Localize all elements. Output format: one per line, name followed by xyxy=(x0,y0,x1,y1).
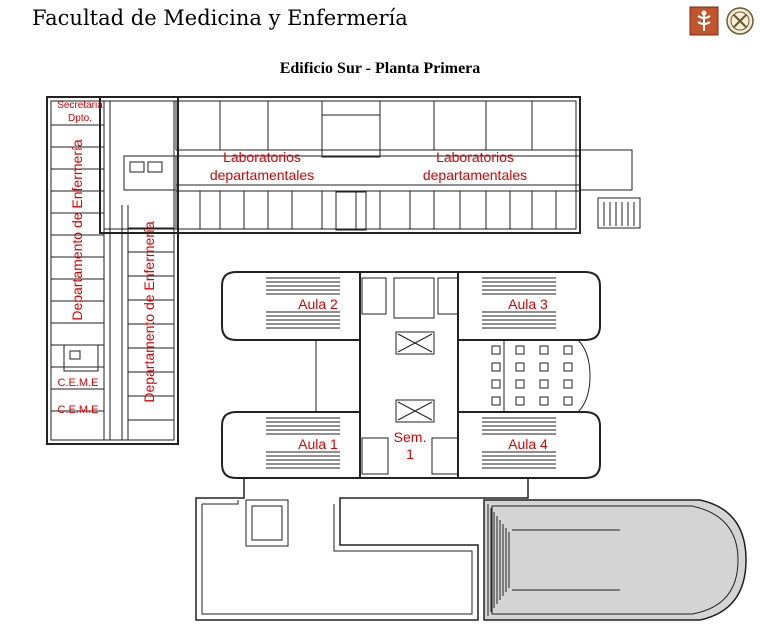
page-title: Facultad de Medicina y Enfermería xyxy=(32,6,408,30)
south-terrace xyxy=(195,478,529,621)
label-labs-left-1: Laboratorios xyxy=(223,149,301,165)
label-secretaria: Secretaria xyxy=(57,100,103,111)
label-dpto: Dpto. xyxy=(68,113,92,124)
label-ceme-2: C.E.M.E xyxy=(58,404,99,416)
label-aula-4: Aula 4 xyxy=(508,436,548,452)
label-dept-enf-left: Departamento de Enfermería xyxy=(69,139,85,321)
label-aula-1: Aula 1 xyxy=(298,436,338,452)
university-seal-icon xyxy=(724,6,756,36)
label-labs-left-2: departamentales xyxy=(210,167,314,183)
north-wing xyxy=(99,96,641,234)
west-wing xyxy=(46,96,179,445)
faculty-logo-icon xyxy=(689,6,719,36)
label-labs-right-1: Laboratorios xyxy=(436,149,514,165)
label-dept-enf-right: Departamento de Enfermería xyxy=(141,221,157,403)
label-ceme-1: C.E.M.E xyxy=(58,377,99,389)
plan-subtitle: Edificio Sur - Planta Primera xyxy=(279,60,481,77)
room-labels: Secretaria Dpto. Laboratorios departamen… xyxy=(57,100,548,462)
label-sem-number: 1 xyxy=(406,446,414,462)
label-aula-3: Aula 3 xyxy=(508,296,548,312)
lecture-block xyxy=(221,271,601,479)
label-aula-2: Aula 2 xyxy=(298,296,338,312)
label-sem: Sem. xyxy=(394,429,427,445)
roof xyxy=(483,499,747,621)
label-labs-right-2: departamentales xyxy=(423,167,527,183)
